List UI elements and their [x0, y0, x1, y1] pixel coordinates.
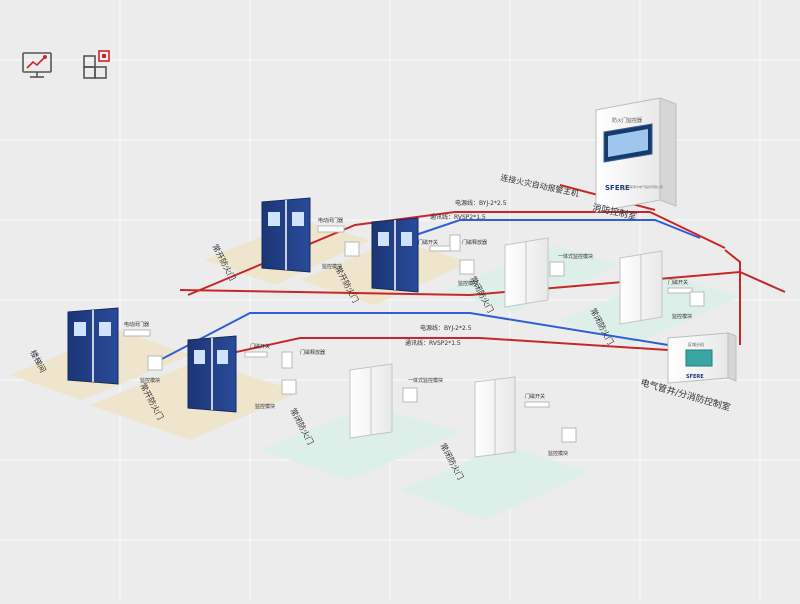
switch-lower: [244, 351, 268, 358]
closer-upper: [317, 225, 345, 233]
switch-upper-right: [667, 287, 693, 294]
fire-door-lower-2: [187, 335, 237, 413]
small-devices: [123, 225, 705, 443]
module-upper-1: [344, 241, 360, 257]
label-comm-top: 通讯线：RVSP2*1.5: [430, 213, 486, 221]
zone-normally-closed-lower: [260, 405, 460, 480]
release-lower: [281, 351, 293, 369]
main-controller-title: 防火门监控器: [612, 117, 642, 124]
label-link-fire-alarm: 连接火灾自动报警主机: [500, 172, 580, 198]
sub-controller: 区域分机 SFERE: [667, 332, 737, 384]
sub-controller-brand: SFERE: [686, 374, 704, 380]
label-closer-upper: 电动闭门器: [318, 217, 343, 224]
label-release-lower: 门磁释放器: [300, 349, 325, 356]
module-upper-2: [459, 259, 475, 275]
fire-door-lower-1: [67, 307, 119, 385]
zone-normally-closed-lower-2: [400, 445, 590, 520]
label-switch-upper-right: 门磁开关: [668, 279, 688, 286]
label-module-lower-3: 监控模块: [548, 450, 568, 457]
label-power-top: 电源线：BYJ-2*2.5: [455, 199, 507, 207]
label-comm-bottom: 通讯线：RVSP2*1.5: [405, 339, 461, 347]
label-integrated-lower: 一体式监控模块: [408, 377, 443, 384]
label-module-upper-2: 监控模块: [458, 280, 478, 287]
release-upper: [449, 234, 461, 252]
power-line-bottom: [199, 337, 669, 361]
module-upper-3: [689, 291, 705, 307]
module-lower-1: [147, 355, 163, 371]
fire-door-upper-1: [261, 197, 311, 273]
cabinet-lower-left: [349, 363, 393, 439]
module-lower-2: [281, 379, 297, 395]
switch-lower-right: [524, 401, 550, 408]
cabinet-lower-right: [474, 376, 516, 458]
cabinet-upper-right: [619, 250, 663, 325]
label-closer-lower: 电动闭门器: [124, 321, 149, 328]
sub-controller-title: 区域分机: [688, 341, 704, 347]
main-controller: 防火门监控器 SFERE 江苏斯菲尔电气股份有限公司: [595, 97, 677, 213]
label-release-upper: 门磁释放器: [462, 239, 487, 246]
label-switch-upper: 门磁开关: [418, 239, 438, 246]
power-line-lower: [179, 270, 786, 297]
sub-controller-screen: [685, 349, 713, 367]
comm-line-top: [394, 219, 701, 243]
fire-door-upper-2: [371, 217, 419, 293]
closer-lower: [123, 329, 151, 337]
integrated-upper: [549, 261, 565, 277]
comm-line-lower: [159, 312, 669, 361]
label-integrated-upper: 一体式监控模块: [558, 253, 593, 260]
module-lower-3: [561, 427, 577, 443]
layout-grid-icon[interactable]: [80, 48, 114, 82]
integrated-lower: [402, 387, 418, 403]
label-switch-lower: 门磁开关: [250, 343, 270, 350]
label-switch-lower-right: 门磁开关: [525, 393, 545, 400]
main-controller-brand: SFERE: [605, 184, 630, 192]
power-drop-right: [724, 249, 741, 345]
monitor-chart-icon[interactable]: [20, 48, 54, 82]
cabinet-upper-left: [504, 237, 549, 308]
label-module-lower-1: 监控模块: [140, 377, 160, 384]
label-module-upper-1: 监控模块: [322, 263, 342, 270]
label-module-upper-3: 监控模块: [672, 313, 692, 320]
switch-upper: [429, 245, 451, 252]
main-controller-company: 江苏斯菲尔电气股份有限公司: [624, 184, 663, 189]
label-power-bottom: 电源线：BYJ-2*2.5: [420, 324, 472, 332]
label-module-lower-2: 监控模块: [255, 403, 275, 410]
